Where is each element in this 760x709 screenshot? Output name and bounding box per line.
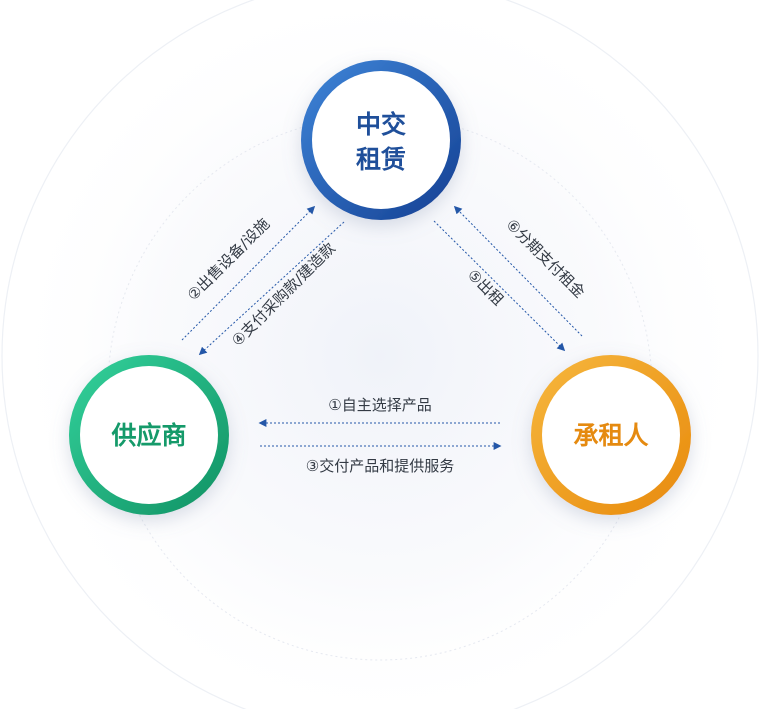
node-lessor-label-line2: 租赁 [356, 145, 406, 174]
node-lessee-face [542, 366, 680, 504]
arrow-supplier-to-lessor [181, 205, 316, 341]
node-supplier-face [80, 366, 218, 504]
flow-label-step1: ①自主选择产品 [328, 396, 431, 414]
node-supplier [69, 355, 229, 515]
node-lessor [301, 60, 461, 220]
node-lessee [531, 355, 691, 515]
arrow-lessor-to-supplier [198, 221, 345, 356]
flow-label-step3: ③交付产品和提供服务 [306, 457, 454, 475]
arrow-lessor-to-lessee [433, 220, 566, 352]
node-lessor-label-line1: 中交 [356, 110, 406, 139]
node-lessor-face [312, 71, 450, 209]
node-supplier-label: 供应商 [110, 421, 186, 450]
node-lessee-label: 承租人 [573, 421, 648, 450]
